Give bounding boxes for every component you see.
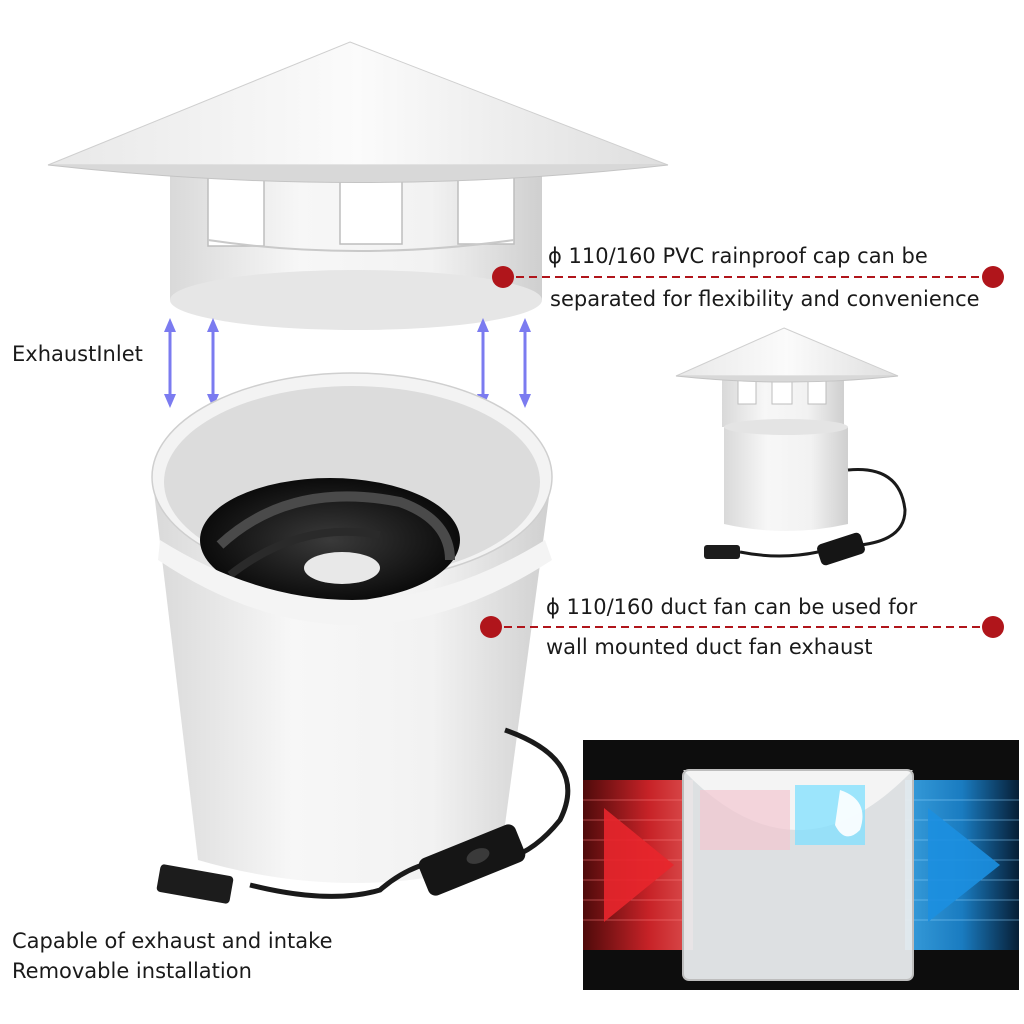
switch-button xyxy=(466,848,490,864)
small-cap-cone xyxy=(675,327,899,377)
callout-dot-right xyxy=(982,266,1004,288)
cap-vent-3 xyxy=(457,171,515,245)
arrow-2 xyxy=(207,318,219,408)
feature-line2: Removable installation xyxy=(12,959,252,983)
callout-fan xyxy=(480,616,1004,638)
rain-cap-large xyxy=(47,41,669,330)
power-cable-large xyxy=(156,727,571,904)
fan-blade-icon xyxy=(835,790,863,837)
callout-dot-left xyxy=(492,266,514,288)
fan-blade-1 xyxy=(216,491,455,561)
small-pipe-collar xyxy=(724,419,848,435)
cap-inner-ring xyxy=(207,239,515,252)
cap-cone xyxy=(47,41,669,166)
arrow-3 xyxy=(477,318,489,408)
fan-description-line1: ϕ 110/160 duct fan can be used for xyxy=(546,595,918,619)
fan-blade-2 xyxy=(227,527,381,579)
blue-arrow-icon xyxy=(928,808,1000,922)
cap-vent-1 xyxy=(207,171,265,247)
fan-description-line2: wall mounted duct fan exhaust xyxy=(546,635,873,659)
small-cap-vent-1 xyxy=(737,379,757,405)
fan-motor-label xyxy=(304,552,380,584)
cap-cone-edge xyxy=(47,164,669,183)
warm-zone xyxy=(700,790,790,850)
callout-cap xyxy=(492,266,1004,288)
cap-description-line1: ϕ 110/160 PVC rainproof cap can be xyxy=(548,244,928,268)
small-cap-vent-2 xyxy=(771,379,793,405)
small-cap-vent-3 xyxy=(807,379,827,405)
duct-outline xyxy=(682,769,914,981)
exhaust-inlet-label: ExhaustInlet xyxy=(12,342,143,366)
cap-description-line2: separated for flexibility and convenienc… xyxy=(550,287,980,311)
small-switch xyxy=(817,532,865,566)
red-arrow-icon xyxy=(604,808,674,922)
dc-connector xyxy=(156,864,234,904)
small-cable-2 xyxy=(739,550,819,558)
cap-bottom-rim xyxy=(170,270,542,330)
exhaust-inlet-arrows xyxy=(164,318,531,408)
small-connector xyxy=(704,545,740,559)
small-cable xyxy=(847,468,907,547)
small-cap-cone-edge xyxy=(675,375,899,383)
feature-line1: Capable of exhaust and intake xyxy=(12,929,333,953)
arrow-4 xyxy=(519,318,531,408)
arrow-1 xyxy=(164,318,176,408)
airflow-panel xyxy=(583,740,1019,990)
small-pipe-body xyxy=(724,427,848,531)
callout-dot-right xyxy=(982,616,1004,638)
rain-cap-assembled-small xyxy=(675,327,907,566)
pipe-front-lip xyxy=(158,540,552,625)
callout-dot-left xyxy=(480,616,502,638)
duct-pipe-large xyxy=(151,372,553,884)
